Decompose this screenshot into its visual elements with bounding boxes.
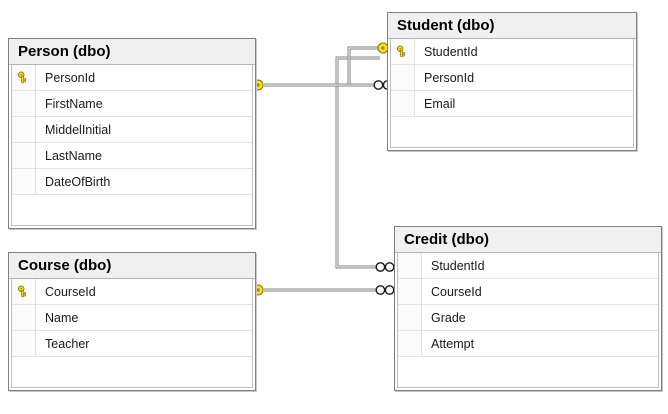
- table-student-title: Student (dbo): [388, 13, 636, 39]
- column-name: LastName: [45, 148, 102, 163]
- key-cell-empty: [12, 357, 36, 387]
- column-name: Name: [45, 310, 79, 325]
- column-name: PersonId: [424, 70, 475, 85]
- table-row[interactable]: StudentId: [391, 39, 633, 65]
- key-cell-empty: [12, 305, 36, 330]
- key-cell-empty: [12, 195, 36, 225]
- key-cell-empty: [12, 143, 36, 168]
- table-course-columns: CourseId Name Teacher: [11, 279, 253, 388]
- column-name: StudentId: [431, 258, 485, 273]
- table-row[interactable]: MiddelInitial: [12, 117, 252, 143]
- column-name: CourseId: [431, 284, 482, 299]
- table-row[interactable]: CourseId: [12, 279, 252, 305]
- table-person-title: Person (dbo): [9, 39, 255, 65]
- key-cell-empty: [398, 357, 422, 387]
- column-name: DateOfBirth: [45, 174, 111, 189]
- table-row[interactable]: Name: [12, 305, 252, 331]
- column-name: Grade: [431, 310, 466, 325]
- key-cell-empty: [12, 169, 36, 194]
- infinity-marker-credit-courseid: [375, 285, 395, 295]
- table-course-title: Course (dbo): [9, 253, 255, 279]
- key-cell-empty: [12, 331, 36, 356]
- column-name: CourseId: [45, 284, 96, 299]
- key-cell-empty: [398, 253, 422, 278]
- table-person[interactable]: Person (dbo) PersonId FirstName: [8, 38, 256, 229]
- table-row-empty[interactable]: [12, 195, 252, 225]
- key-cell-empty: [398, 279, 422, 304]
- relationship-student-credit[interactable]: [335, 56, 380, 269]
- table-row[interactable]: PersonId: [12, 65, 252, 91]
- table-credit-title: Credit (dbo): [395, 227, 661, 253]
- table-row[interactable]: CourseId: [398, 279, 658, 305]
- primary-key-icon: [12, 279, 36, 304]
- key-cell-empty: [391, 117, 415, 147]
- key-cell-empty: [391, 65, 415, 90]
- column-name: PersonId: [45, 70, 96, 85]
- key-cell-empty: [12, 117, 36, 142]
- column-name: FirstName: [45, 96, 103, 111]
- key-cell-empty: [398, 331, 422, 356]
- table-row[interactable]: Teacher: [12, 331, 252, 357]
- primary-key-icon: [391, 39, 415, 64]
- table-row[interactable]: Grade: [398, 305, 658, 331]
- column-name: MiddelInitial: [45, 122, 112, 137]
- table-credit[interactable]: Credit (dbo) StudentId CourseId Grade At…: [394, 226, 662, 391]
- key-cell-empty: [398, 305, 422, 330]
- table-credit-columns: StudentId CourseId Grade Attempt: [397, 253, 659, 388]
- table-row[interactable]: PersonId: [391, 65, 633, 91]
- table-person-columns: PersonId FirstName MiddelInitial LastNam…: [11, 65, 253, 226]
- column-name: Email: [424, 96, 456, 111]
- infinity-marker-credit-studentid: [375, 262, 395, 272]
- table-row[interactable]: DateOfBirth: [12, 169, 252, 195]
- table-course[interactable]: Course (dbo) CourseId Name: [8, 252, 256, 391]
- table-row[interactable]: StudentId: [398, 253, 658, 279]
- primary-key-icon: [12, 65, 36, 90]
- table-student-columns: StudentId PersonId Email: [390, 39, 634, 148]
- table-row[interactable]: Email: [391, 91, 633, 117]
- table-row-empty[interactable]: [391, 117, 633, 147]
- table-row[interactable]: FirstName: [12, 91, 252, 117]
- column-name: Attempt: [431, 336, 475, 351]
- table-row-empty[interactable]: [12, 357, 252, 387]
- key-cell-empty: [391, 91, 415, 116]
- table-row-empty[interactable]: [398, 357, 658, 387]
- column-name: StudentId: [424, 44, 478, 59]
- key-cell-empty: [12, 91, 36, 116]
- column-name: Teacher: [45, 336, 90, 351]
- relationship-person-student[interactable]: [264, 46, 380, 87]
- table-row[interactable]: LastName: [12, 143, 252, 169]
- table-row[interactable]: Attempt: [398, 331, 658, 357]
- table-student[interactable]: Student (dbo) StudentId PersonId: [387, 12, 637, 151]
